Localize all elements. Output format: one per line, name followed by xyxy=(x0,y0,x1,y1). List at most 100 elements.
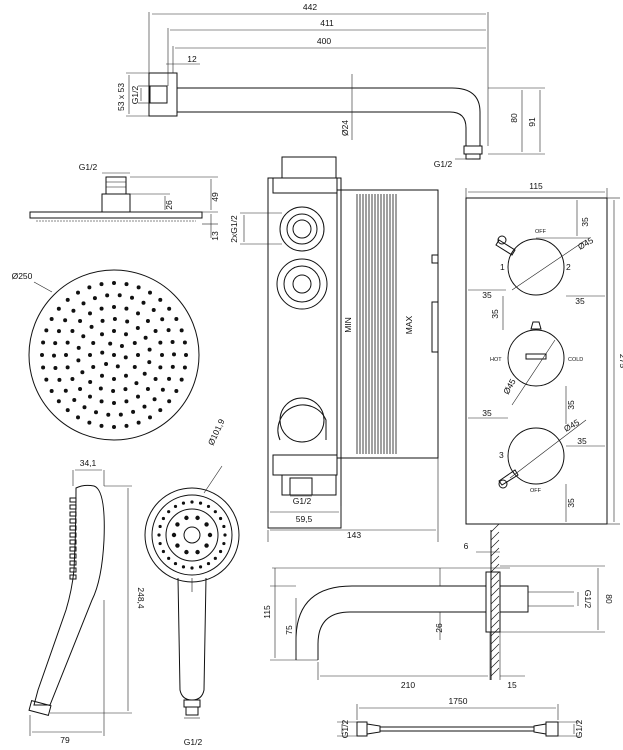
hand-shower-handle xyxy=(177,577,207,701)
dim-35-c: 35 xyxy=(575,296,585,306)
dim-o24: Ø24 xyxy=(340,120,350,136)
front-nozzle xyxy=(161,516,166,521)
nozzle-dot xyxy=(70,377,75,381)
shower-head-outline xyxy=(28,269,200,441)
dim-2xg12: 2xG1/2 xyxy=(229,215,239,243)
nozzle-dot xyxy=(49,317,54,321)
nozzle-dot xyxy=(91,341,96,345)
nozzle-dot xyxy=(57,377,62,382)
nozzle-dot xyxy=(124,373,128,378)
dim-248-4: 248,4 xyxy=(136,587,146,609)
nozzle-dot xyxy=(182,340,187,345)
nozzle-dot xyxy=(80,370,85,375)
front-nozzle xyxy=(175,522,180,527)
dim-275: 275 xyxy=(618,354,623,368)
front-nozzle xyxy=(213,510,217,514)
nozzle-dot xyxy=(99,282,104,287)
front-nozzle xyxy=(206,561,211,566)
nozzle-dot xyxy=(167,306,172,311)
nozzle-dot xyxy=(158,408,163,413)
nozzle-dot xyxy=(78,386,83,391)
nozzle-dot xyxy=(108,341,113,346)
nozzle-dot xyxy=(160,387,165,392)
dim-35-a: 35 xyxy=(580,217,590,227)
nozzle-dot xyxy=(88,379,93,384)
dim-35-g: 35 xyxy=(577,436,587,446)
nozzle-dot xyxy=(136,394,140,399)
nozzle-dot xyxy=(124,306,129,311)
nozzle-dot xyxy=(147,347,152,352)
dim-35-h: 35 xyxy=(566,498,576,508)
nozzle-dot xyxy=(123,387,128,392)
wall-hatch-line xyxy=(490,587,500,597)
nozzle-dot xyxy=(53,341,58,346)
dim-g12-hose-right: G1/2 xyxy=(574,720,584,739)
dim-12: 12 xyxy=(187,54,197,64)
dim-26-head: 26 xyxy=(164,200,174,210)
front-nozzle xyxy=(222,524,226,529)
nozzle-dot xyxy=(112,305,116,309)
dim-143: 143 xyxy=(347,530,361,540)
nozzle-dot xyxy=(174,389,179,393)
nozzle-dot xyxy=(100,318,105,323)
nozzle-dot xyxy=(131,409,136,414)
front-nozzle xyxy=(218,516,223,521)
nozzle-dot xyxy=(63,318,68,323)
front-nozzle xyxy=(158,524,162,529)
nozzle-dot xyxy=(145,386,150,391)
dim-34-1: 34,1 xyxy=(80,458,97,468)
side-nozzle xyxy=(69,560,77,566)
front-nozzle xyxy=(175,543,180,548)
nozzle-dot xyxy=(184,353,188,357)
front-nozzle xyxy=(195,515,200,521)
nozzle-dot xyxy=(56,306,61,311)
dim-91-arm: 91 xyxy=(527,117,537,127)
nozzle-dot xyxy=(124,423,129,428)
nozzle-dot xyxy=(112,377,116,381)
front-nozzle xyxy=(206,504,211,509)
front-nozzle xyxy=(157,533,161,537)
front-nozzle xyxy=(198,501,203,505)
hand-shower-side-nozzles xyxy=(69,497,77,580)
side-nozzle xyxy=(69,525,77,531)
nozzle-dot xyxy=(56,399,61,404)
dim-79: 79 xyxy=(60,735,70,745)
side-nozzle xyxy=(69,574,77,580)
dim-g12-arm-right: G1/2 xyxy=(434,159,453,169)
nozzle-dot xyxy=(49,389,54,393)
thermostat-knob xyxy=(507,329,565,387)
front-nozzle xyxy=(158,541,162,546)
nozzle-dot xyxy=(148,290,152,295)
nozzle-dot xyxy=(81,301,86,306)
front-nozzle xyxy=(181,501,186,505)
nozzle-dot xyxy=(170,364,175,369)
dim-15: 15 xyxy=(507,680,517,690)
wall-hatch-line xyxy=(490,643,500,653)
nozzle-dot xyxy=(52,353,57,358)
front-nozzle xyxy=(173,561,178,566)
hose-view: G1/2 G1/2 1750 xyxy=(337,696,584,738)
nozzle-dot xyxy=(130,295,135,300)
front-nozzle xyxy=(204,522,209,527)
shower-arm-view: 442 411 400 12 53 x 53 G1/2 Ø24 80 91 xyxy=(116,2,545,169)
valve-box-view: MIN MAX 2xG1/2 G1/2 59,5 143 xyxy=(229,156,439,542)
nozzle-dot xyxy=(167,399,172,404)
nozzle-dot xyxy=(65,340,70,345)
nozzle-dot xyxy=(124,282,129,287)
arm-outlet xyxy=(463,145,483,155)
nozzle-dot xyxy=(105,293,110,298)
nozzle-dot xyxy=(145,319,150,324)
arm-thread xyxy=(465,153,481,160)
nozzle-dot xyxy=(124,332,128,337)
dim-13: 13 xyxy=(210,231,220,241)
nozzle-dot xyxy=(76,358,81,363)
nozzle-dot xyxy=(93,410,98,415)
hand-shower-front-view: G1/2 Ø101,9 xyxy=(144,417,240,747)
nozzle-dot xyxy=(158,365,163,370)
nozzle-dot xyxy=(104,361,109,366)
nozzle-dot xyxy=(160,317,165,322)
nozzle-dot xyxy=(65,365,70,370)
nozzle-dot xyxy=(65,297,70,302)
nozzle-dot xyxy=(124,399,129,404)
nozzle-dot xyxy=(135,326,140,331)
